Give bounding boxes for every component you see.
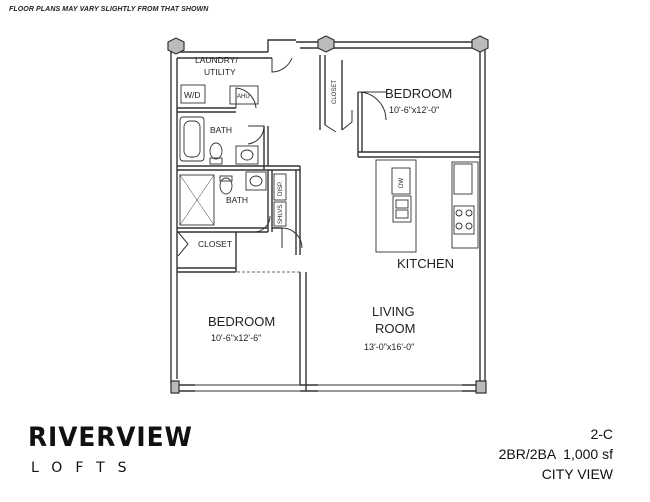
living-label-line1: LIVING — [372, 304, 415, 319]
bath2-wall-bottom — [177, 227, 268, 233]
dishwasher — [391, 167, 411, 195]
disp-label: DISP. — [278, 181, 284, 196]
window-left — [195, 384, 300, 392]
bedroom1-label: BEDROOM — [385, 86, 452, 101]
laundry-door — [235, 87, 257, 109]
laundry-wall-bottom — [177, 107, 236, 113]
bath-upper-label: BATH — [210, 125, 232, 135]
column-bottom-left — [170, 380, 180, 394]
living-dimensions: 13'-0"x16'-0" — [364, 342, 414, 352]
bath1-door — [247, 125, 265, 145]
ahu-unit — [229, 85, 259, 105]
column-top-left — [167, 37, 185, 55]
toilet-2 — [219, 177, 233, 195]
closet-vertical-label: CLOSET — [332, 80, 338, 104]
shower — [179, 174, 215, 226]
outer-wall-top-left — [171, 51, 268, 59]
bath1-wall-bottom — [177, 165, 300, 171]
ahu-label: AHU — [237, 94, 250, 100]
kitchen-sink — [392, 195, 412, 223]
bath-lower-label: BATH — [226, 195, 248, 205]
sink-1 — [235, 145, 259, 165]
unit-summary: 2BR/2BA 1,000 sf — [498, 446, 613, 462]
closet2-door — [177, 231, 189, 257]
bedroom1-wall-left — [357, 92, 363, 157]
bedroom2-dimensions: 10'-6"x12'-6" — [211, 333, 261, 343]
bedroom2-label: BEDROOM — [208, 314, 275, 329]
living-label-line2: ROOM — [375, 321, 415, 336]
outer-wall-left — [170, 52, 178, 385]
washer-dryer — [180, 84, 206, 104]
bathtub-1 — [179, 116, 205, 162]
bedroom1-wall-bottom — [358, 151, 480, 158]
bottom-wall-mid — [300, 379, 318, 392]
kitchen-counter — [451, 161, 479, 249]
shelves — [273, 201, 287, 227]
unit-code: 2-C — [590, 426, 613, 442]
brand-subtitle: LOFTS — [31, 460, 140, 476]
shlvs-label: SHLVS. — [278, 203, 284, 224]
bath2-wall-right — [267, 170, 273, 232]
disclaimer-text: FLOOR PLANS MAY VARY SLIGHTLY FROM THAT … — [9, 6, 209, 13]
bedroom2-door — [281, 227, 303, 249]
column-top-right — [471, 35, 489, 53]
range — [453, 205, 475, 235]
bath1-wall-right — [263, 126, 269, 170]
bath2-door — [253, 215, 271, 233]
column-bottom-right — [475, 380, 487, 394]
unit-view: CITY VIEW — [541, 466, 613, 482]
unit-info: 2-C 2BR/2BA 1,000 sf CITY VIEW — [499, 424, 613, 484]
brand-name: RIVERVIEW — [28, 422, 193, 453]
toilet-1 — [209, 142, 223, 160]
closet-wall — [319, 55, 343, 130]
closet-lower-label: CLOSET — [198, 239, 232, 249]
laundry-label-line1: LAUNDRY/ — [195, 55, 238, 65]
disp-cabinet — [273, 173, 287, 201]
window-right — [318, 384, 462, 392]
dw-label: DW — [399, 178, 405, 188]
bedroom1-dimensions: 10'-6"x12'-0" — [389, 105, 439, 115]
closet1-bifold — [324, 110, 353, 133]
column-top-mid — [317, 35, 335, 53]
sink-2 — [245, 171, 267, 191]
bedroom2-wall-right — [299, 272, 307, 385]
wd-label: W/D — [184, 90, 201, 100]
closet2-wall-bottom — [177, 267, 236, 273]
entry-door — [271, 57, 293, 73]
kitchen-label: KITCHEN — [397, 256, 454, 271]
laundry-label-line2: UTILITY — [204, 67, 236, 77]
outer-wall-right — [479, 50, 486, 392]
refrigerator — [453, 163, 473, 195]
kitchen-island — [375, 159, 417, 253]
entry-wall — [267, 39, 296, 59]
